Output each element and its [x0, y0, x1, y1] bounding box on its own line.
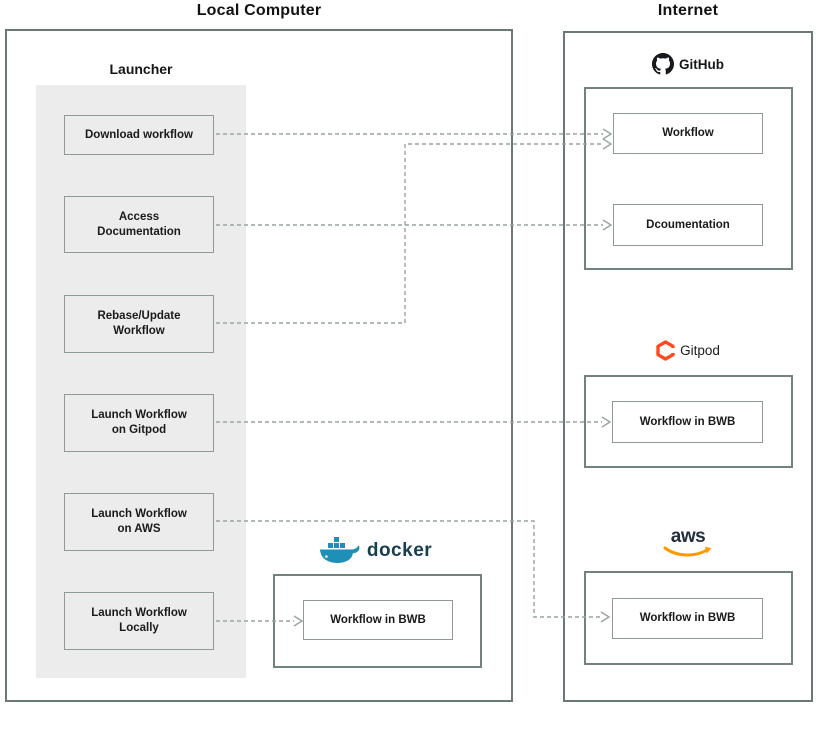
node-download-workflow: Download workflow — [64, 115, 214, 155]
node-workflow-in-bwb-gitpod: Workflow in BWB — [612, 401, 763, 443]
node-github-workflow: Workflow — [613, 113, 763, 154]
gitpod-icon — [656, 339, 676, 361]
gitpod-logo-text: Gitpod — [680, 342, 720, 358]
internet-box — [563, 31, 813, 702]
docker-whale-icon — [318, 536, 362, 566]
docker-logo: docker — [295, 533, 455, 569]
node-rebase-update-workflow: Rebase/Update Workflow — [64, 295, 214, 353]
node-launch-workflow-aws: Launch Workflow on AWS — [64, 493, 214, 551]
launcher-panel — [36, 85, 246, 678]
gitpod-logo: Gitpod — [588, 337, 788, 363]
internet-title: Internet — [657, 2, 719, 19]
local-computer-title: Local Computer — [196, 2, 322, 19]
aws-logo: aws — [588, 527, 788, 559]
node-workflow-in-bwb-docker: Workflow in BWB — [303, 600, 453, 640]
node-access-documentation: Access Documentation — [64, 196, 214, 253]
node-workflow-in-bwb-aws: Workflow in BWB — [612, 598, 763, 639]
aws-logo-text: aws — [670, 526, 706, 547]
launcher-title: Launcher — [109, 61, 173, 77]
node-launch-workflow-gitpod: Launch Workflow on Gitpod — [64, 394, 214, 452]
github-logo: GitHub — [588, 50, 788, 78]
local-computer-box — [5, 29, 513, 702]
aws-smile-icon — [662, 546, 714, 559]
node-launch-workflow-locally: Launch Workflow Locally — [64, 592, 214, 650]
node-github-dcoumentation: Dcoumentation — [613, 204, 763, 246]
github-octocat-icon — [652, 53, 674, 75]
docker-logo-text: docker — [366, 540, 433, 561]
github-logo-text: GitHub — [679, 56, 724, 72]
